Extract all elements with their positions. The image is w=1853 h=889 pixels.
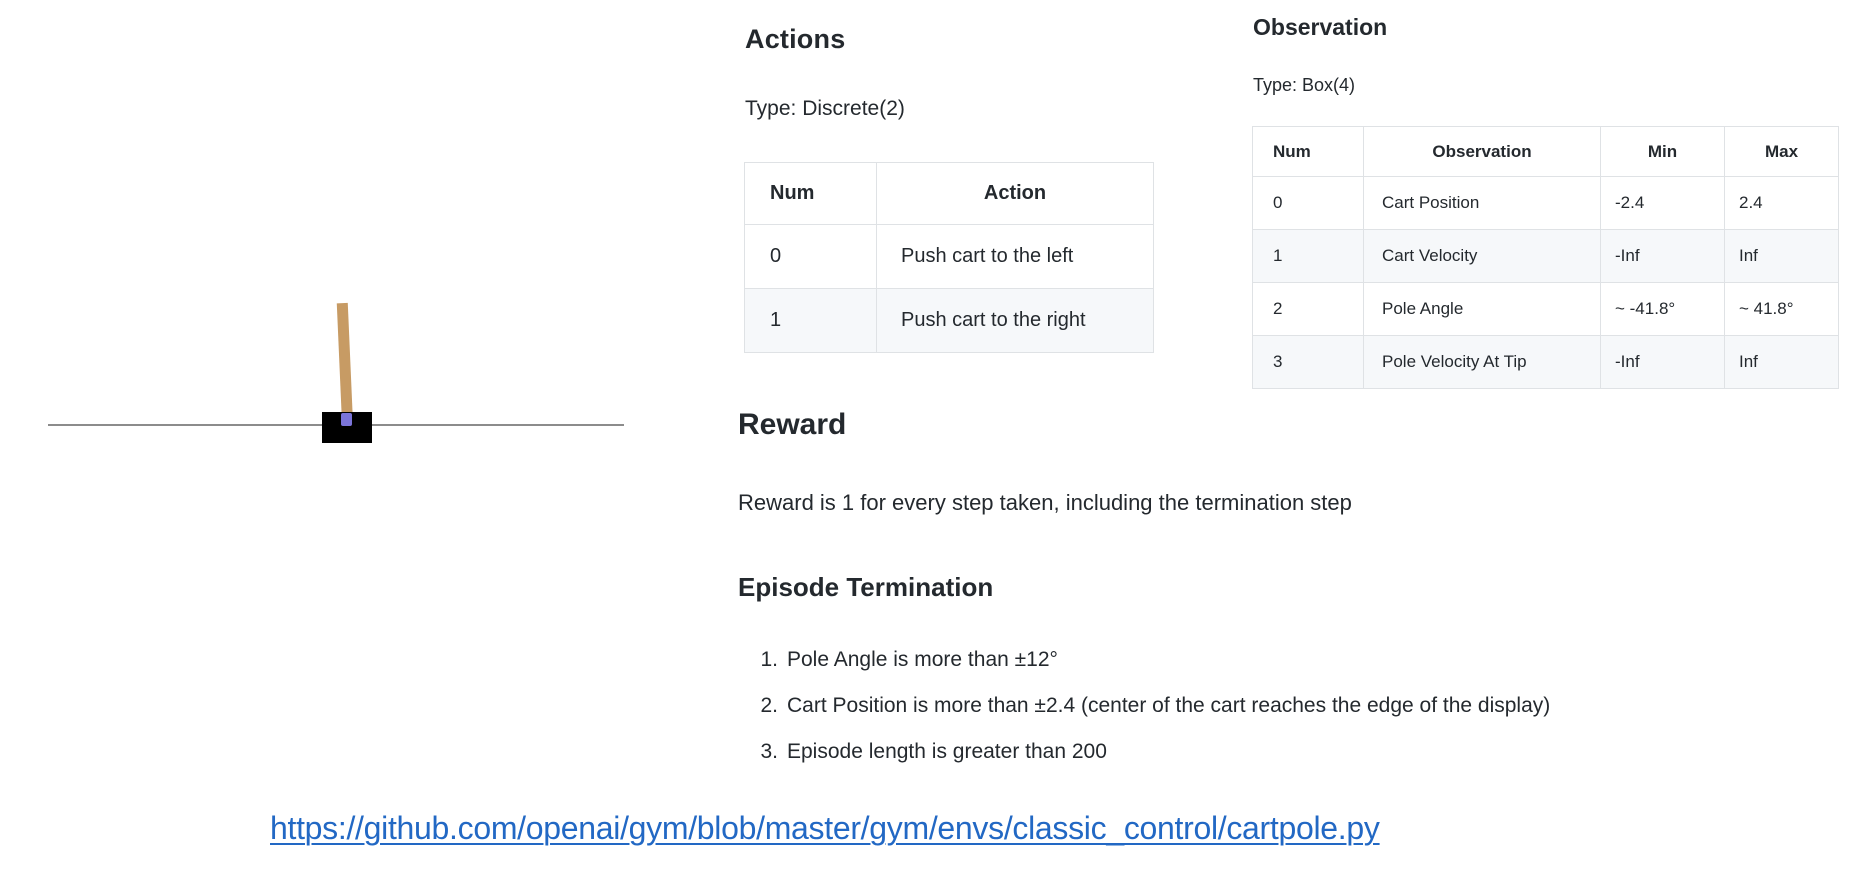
list-item-number: 3. bbox=[760, 740, 778, 763]
episode-termination-list: 1. Pole Angle is more than ±12° 2. Cart … bbox=[746, 637, 1550, 775]
obs-name-cell: Pole Angle bbox=[1363, 282, 1601, 336]
action-desc-cell: Push cart to the left bbox=[876, 224, 1154, 289]
obs-max-cell: ~ 41.8° bbox=[1724, 282, 1839, 336]
obs-max-cell: 2.4 bbox=[1724, 176, 1839, 230]
list-item-number: 2. bbox=[760, 694, 778, 717]
obs-min-cell: -2.4 bbox=[1600, 176, 1725, 230]
actions-col-action: Action bbox=[876, 162, 1154, 225]
table-row: 0 Cart Position -2.4 2.4 bbox=[1252, 176, 1839, 230]
obs-col-observation: Observation bbox=[1363, 126, 1601, 177]
obs-max-cell: Inf bbox=[1724, 335, 1839, 389]
actions-type-label: Type: Discrete(2) bbox=[745, 97, 905, 120]
table-row: 0 Push cart to the left bbox=[744, 224, 1154, 289]
action-num-cell: 0 bbox=[744, 224, 877, 289]
action-desc-cell: Push cart to the right bbox=[876, 288, 1154, 353]
obs-num-cell: 1 bbox=[1252, 229, 1364, 283]
obs-max-cell: Inf bbox=[1724, 229, 1839, 283]
reward-heading: Reward bbox=[738, 408, 847, 441]
table-header-row: Num Observation Min Max bbox=[1252, 126, 1839, 177]
observation-heading: Observation bbox=[1253, 14, 1388, 40]
obs-num-cell: 2 bbox=[1252, 282, 1364, 336]
obs-col-max: Max bbox=[1724, 126, 1839, 177]
obs-name-cell: Pole Velocity At Tip bbox=[1363, 335, 1601, 389]
list-item-text: Pole Angle is more than ±12° bbox=[787, 648, 1058, 671]
list-item-text: Episode length is greater than 200 bbox=[787, 740, 1107, 763]
obs-num-cell: 3 bbox=[1252, 335, 1364, 389]
github-source-link[interactable]: https://github.com/openai/gym/blob/maste… bbox=[270, 810, 1380, 846]
table-header-row: Num Action bbox=[744, 162, 1154, 225]
list-item: 3. Episode length is greater than 200 bbox=[746, 729, 1550, 775]
table-row: 1 Cart Velocity -Inf Inf bbox=[1252, 229, 1839, 283]
action-num-cell: 1 bbox=[744, 288, 877, 353]
obs-name-cell: Cart Velocity bbox=[1363, 229, 1601, 283]
obs-name-cell: Cart Position bbox=[1363, 176, 1601, 230]
actions-table: Num Action 0 Push cart to the left 1 Pus… bbox=[744, 162, 1154, 353]
actions-heading: Actions bbox=[745, 24, 846, 54]
list-item: 1. Pole Angle is more than ±12° bbox=[746, 637, 1550, 683]
cartpole-pole bbox=[336, 302, 353, 424]
actions-col-num: Num bbox=[744, 162, 877, 225]
obs-col-min: Min bbox=[1600, 126, 1725, 177]
obs-col-num: Num bbox=[1252, 126, 1364, 177]
table-row: 3 Pole Velocity At Tip -Inf Inf bbox=[1252, 335, 1839, 389]
obs-num-cell: 0 bbox=[1252, 176, 1364, 230]
table-row: 1 Push cart to the right bbox=[744, 288, 1154, 353]
obs-min-cell: -Inf bbox=[1600, 335, 1725, 389]
list-item-text: Cart Position is more than ±2.4 (center … bbox=[787, 694, 1551, 717]
obs-min-cell: ~ -41.8° bbox=[1600, 282, 1725, 336]
list-item: 2. Cart Position is more than ±2.4 (cent… bbox=[746, 683, 1550, 729]
episode-termination-heading: Episode Termination bbox=[738, 572, 994, 602]
cartpole-axle bbox=[341, 413, 352, 426]
observation-type-label: Type: Box(4) bbox=[1253, 75, 1356, 95]
list-item-number: 1. bbox=[760, 648, 778, 671]
table-row: 2 Pole Angle ~ -41.8° ~ 41.8° bbox=[1252, 282, 1839, 336]
obs-min-cell: -Inf bbox=[1600, 229, 1725, 283]
observation-table: Num Observation Min Max 0 Cart Position … bbox=[1252, 126, 1839, 389]
reward-text: Reward is 1 for every step taken, includ… bbox=[738, 490, 1352, 515]
